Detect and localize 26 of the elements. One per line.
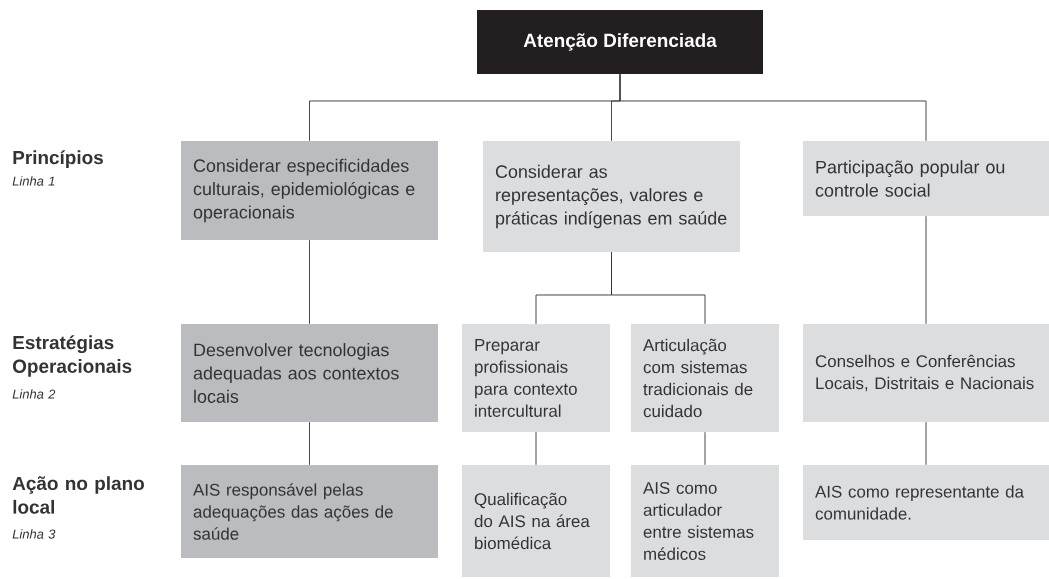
principle-box: AIS responsável pelas adequações das ações de saúde bbox=[181, 465, 438, 558]
connector-line bbox=[611, 251, 706, 325]
process-box: AIS como representante da comunidade. bbox=[803, 465, 1049, 540]
connector-line bbox=[309, 421, 310, 466]
row-heading: Princípios bbox=[13, 150, 103, 168]
row-subtitle: Linha 2 bbox=[12, 389, 56, 399]
process-box: Articulação com sistemas tradicionais de cuidado bbox=[631, 324, 779, 432]
connector-line bbox=[619, 73, 927, 142]
row-heading: Ação no plano local bbox=[12, 476, 144, 514]
process-box: AIS como articulador entre sistemas médicos bbox=[631, 465, 779, 577]
process-box: Preparar profissionais para contexto intercultural bbox=[462, 324, 610, 432]
principle-box: Desenvolver tecnologias adequadas aos contextos locais bbox=[181, 324, 438, 422]
process-box: Considerar as representações, valores e práticas indígenas em saúde bbox=[483, 141, 740, 252]
row-heading: Estratégias Operacionais bbox=[13, 335, 132, 377]
connector-line bbox=[535, 431, 537, 466]
title-box: Atenção Diferenciada bbox=[477, 10, 763, 74]
process-box: Qualificação do AIS na área biomédica bbox=[462, 465, 610, 577]
process-box: Conselhos e Conferências Locais, Distritais e Nacionais bbox=[803, 324, 1049, 422]
connector-line bbox=[704, 431, 706, 466]
row-subtitle: Linha 3 bbox=[12, 529, 56, 539]
row-subtitle: Linha 1 bbox=[12, 176, 55, 186]
connector-line bbox=[925, 215, 927, 325]
connector-line bbox=[309, 239, 310, 325]
connector-line bbox=[925, 421, 927, 466]
principle-box: Considerar especificidades culturais, epidemiológicas e operacionais bbox=[181, 141, 438, 240]
process-box: Participação popular ou controle social bbox=[803, 141, 1049, 216]
